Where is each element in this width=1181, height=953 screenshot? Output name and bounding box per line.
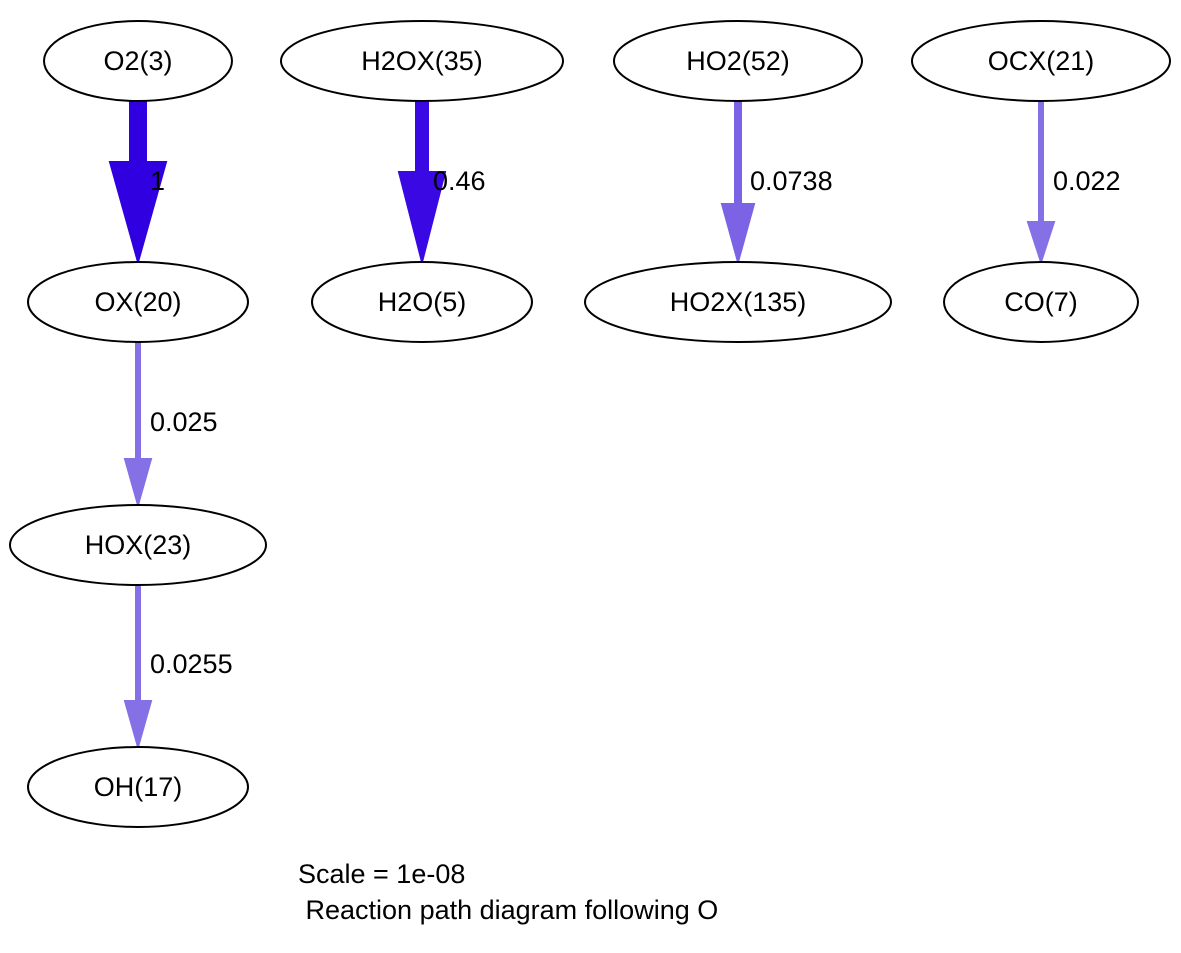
edge-o2-ox: 1 <box>108 101 168 266</box>
node-ellipse <box>280 20 564 102</box>
node-label: OCX(21) <box>988 46 1095 76</box>
node-ellipse <box>9 504 267 586</box>
edge-flux-label: 0.0738 <box>750 166 833 196</box>
node-label: HO2(52) <box>686 46 790 76</box>
node-ellipse <box>43 20 233 102</box>
edge-flux-label: 0.0255 <box>150 649 233 679</box>
edge-arrowhead <box>720 203 756 266</box>
species-node-co: CO(7) <box>943 261 1139 343</box>
node-label: OX(20) <box>94 287 181 317</box>
edge-arrowhead <box>397 171 447 263</box>
node-label: HOX(23) <box>85 530 192 560</box>
node-label: H2OX(35) <box>361 46 483 76</box>
node-ellipse <box>27 261 249 343</box>
diagram-caption: Reaction path diagram following O <box>298 895 718 925</box>
species-node-o2: O2(3) <box>43 20 233 102</box>
species-node-ho2: HO2(52) <box>613 20 863 102</box>
species-node-hox: HOX(23) <box>9 504 267 586</box>
node-label: O2(3) <box>103 46 172 76</box>
node-label: OH(17) <box>94 772 183 802</box>
edge-ox-hox: 0.025 <box>123 342 218 509</box>
node-ellipse <box>613 20 863 102</box>
edge-flux-label: 0.46 <box>433 166 486 196</box>
node-ellipse <box>584 261 892 343</box>
node-ellipse <box>311 261 533 343</box>
scale-text: Scale = 1e-08 <box>298 859 465 889</box>
edge-flux-label: 0.025 <box>150 407 218 437</box>
node-ellipse <box>27 746 249 828</box>
species-node-ox: OX(20) <box>27 261 249 343</box>
species-node-h2ox: H2OX(35) <box>280 20 564 102</box>
edge-arrowhead <box>108 161 168 266</box>
edge-arrowhead <box>123 458 153 509</box>
node-ellipse <box>911 20 1171 102</box>
edge-h2ox-h2o: 0.46 <box>397 101 486 263</box>
edges-layer: 1 0.46 0.0738 0.022 0.025 0.0255 <box>108 101 1121 751</box>
node-label: H2O(5) <box>378 287 467 317</box>
node-label: HO2X(135) <box>670 287 807 317</box>
nodes-layer: O2(3) H2OX(35) HO2(52) OCX(21) OX(20) H2O(5) H… <box>9 20 1171 828</box>
edge-hox-oh: 0.0255 <box>123 585 233 751</box>
edge-ho2-ho2x: 0.0738 <box>720 101 833 266</box>
edge-flux-label: 1 <box>150 166 165 196</box>
species-node-ocx: OCX(21) <box>911 20 1171 102</box>
edge-arrowhead <box>1026 221 1056 266</box>
edge-ocx-co: 0.022 <box>1026 101 1121 266</box>
edge-arrowhead <box>123 700 153 751</box>
edge-flux-label: 0.022 <box>1053 166 1121 196</box>
species-node-ho2x: HO2X(135) <box>584 261 892 343</box>
node-ellipse <box>943 261 1139 343</box>
species-node-oh: OH(17) <box>27 746 249 828</box>
species-node-h2o: H2O(5) <box>311 261 533 343</box>
node-label: CO(7) <box>1004 287 1078 317</box>
